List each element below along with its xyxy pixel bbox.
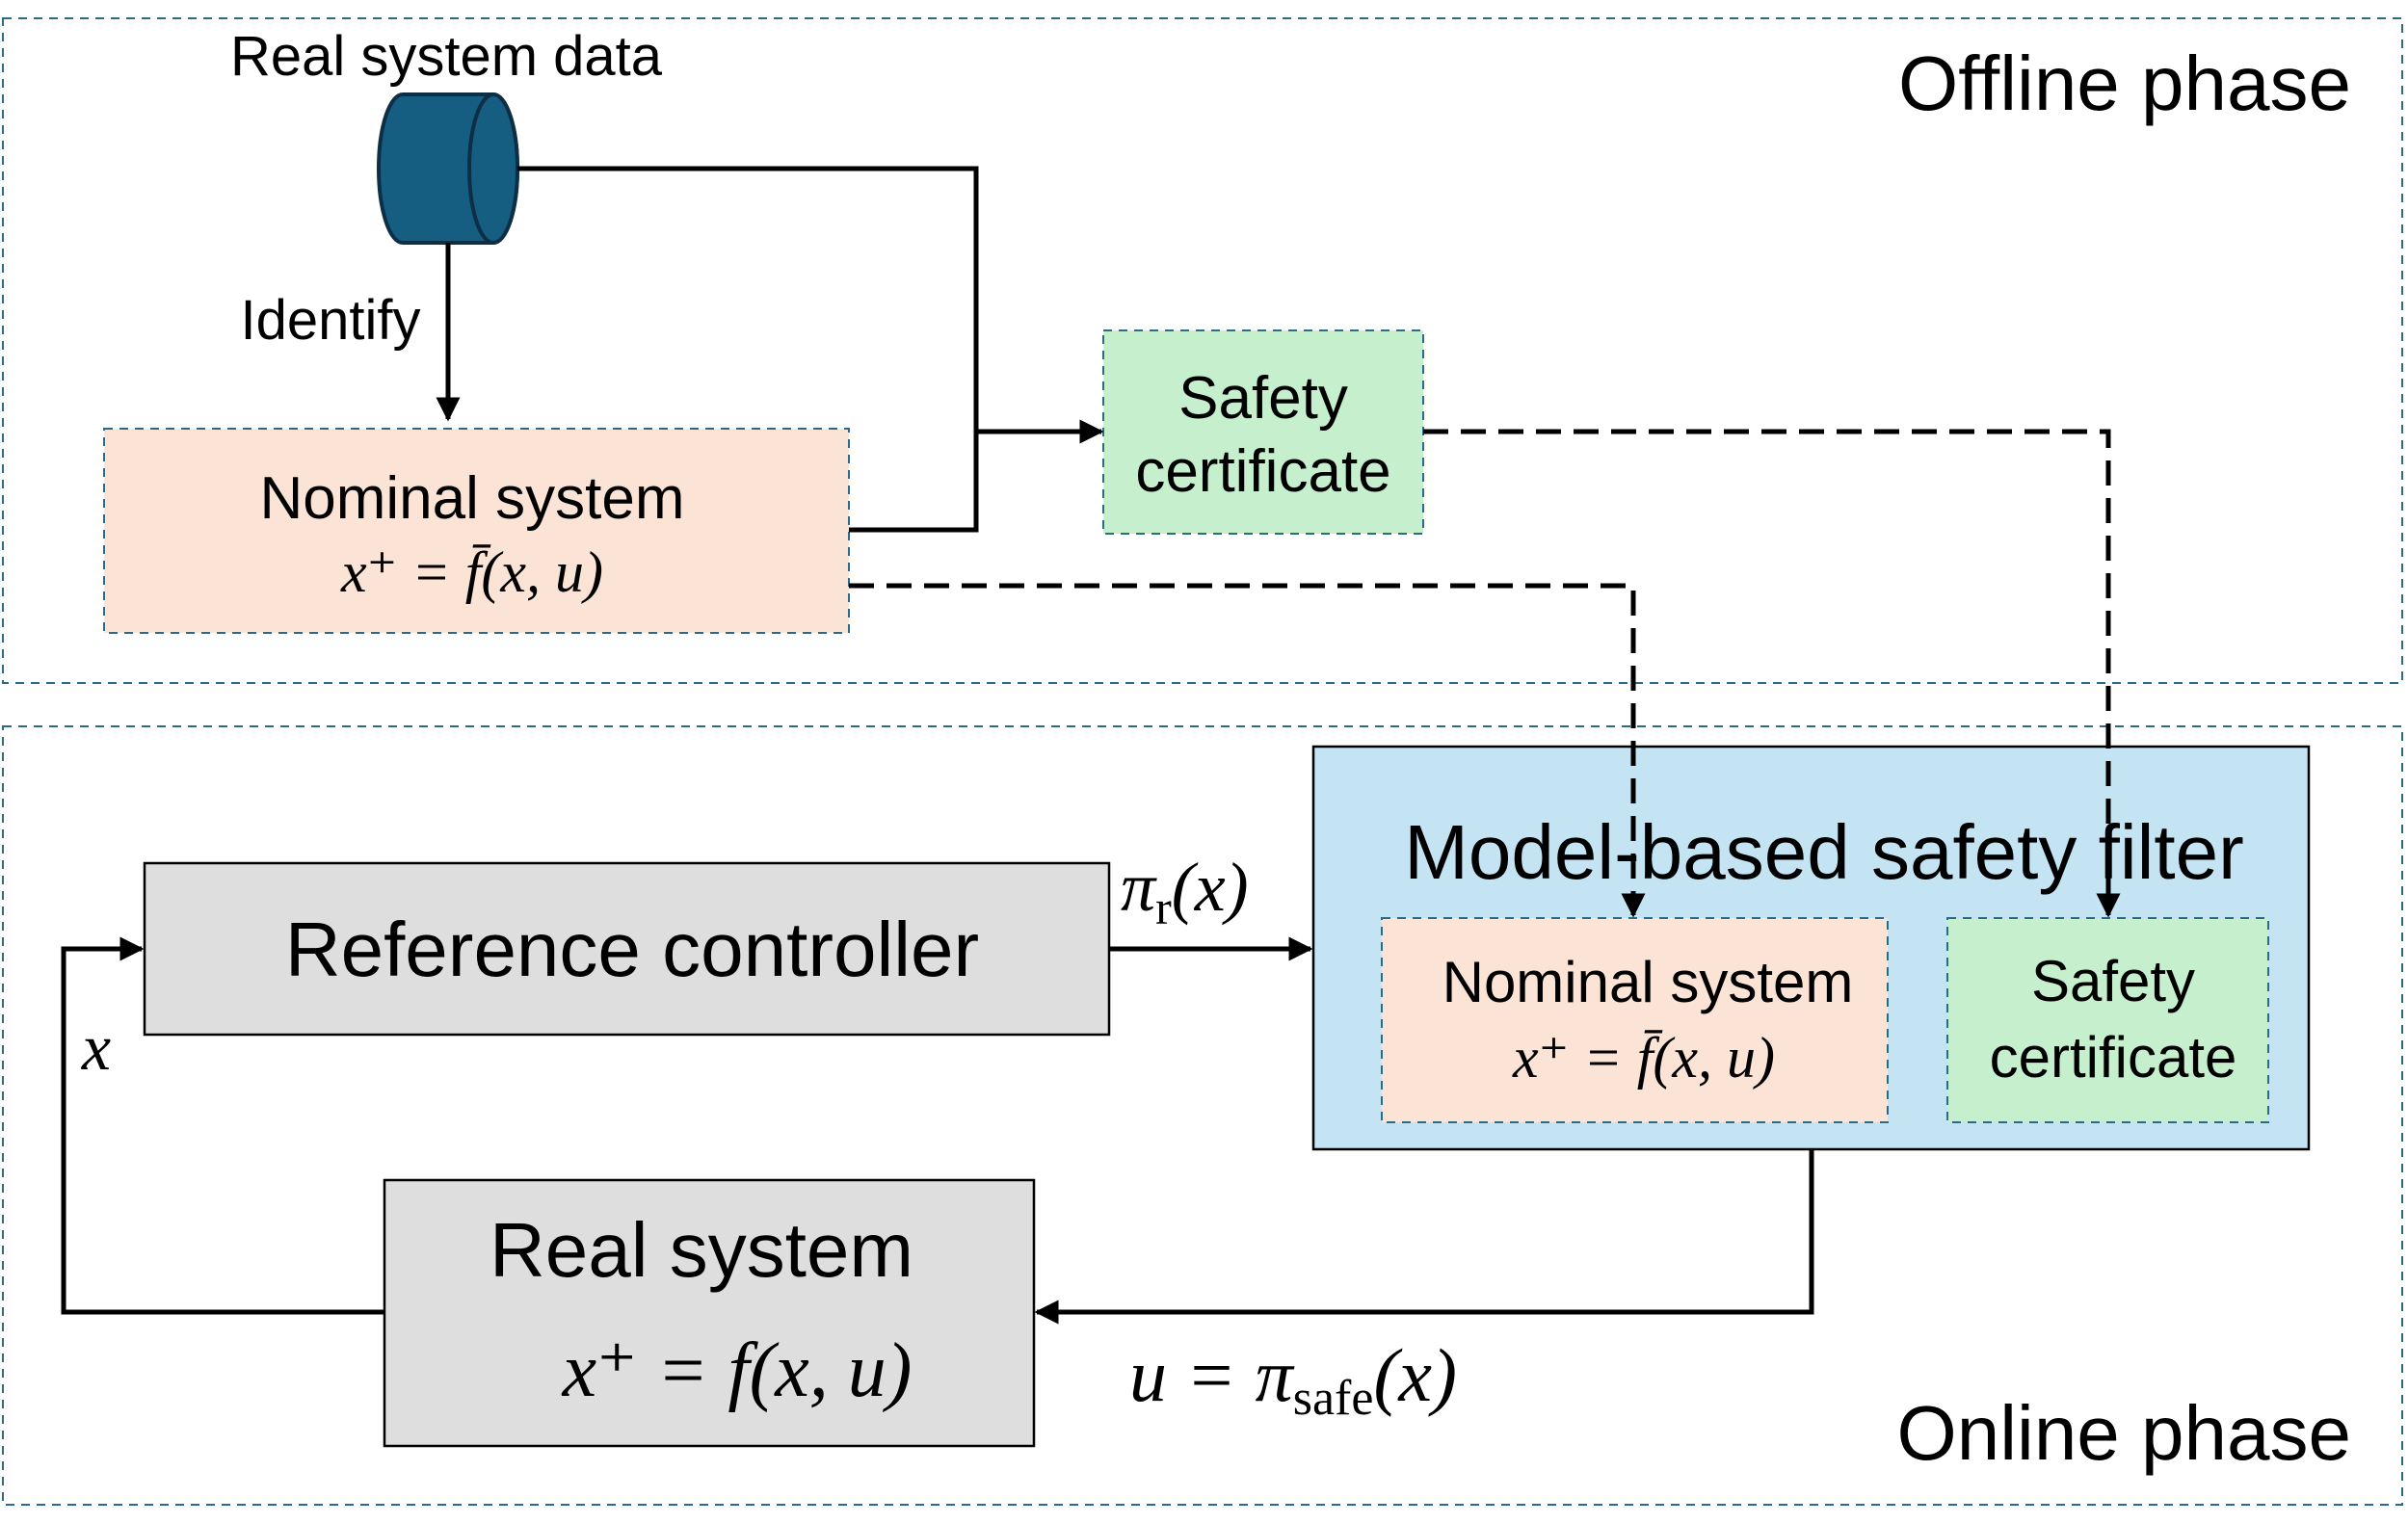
reference-output-subscript: r [1155,880,1172,934]
offline-safety-certificate-line1: Safety [1178,365,1348,432]
reference-controller-box [143,861,1111,1037]
database-cylinder-icon [377,92,519,245]
safety-filter-title: Model-based safety filter [1404,809,2244,895]
control-signal-arg: (x) [1373,1333,1457,1417]
reference-output-symbol: π [1121,849,1157,926]
filter-nominal-system-equation: x⁺ = f̄(x, u) [1512,1026,1775,1090]
feedback-label: x [81,1011,111,1084]
real-system-box [383,1178,1036,1448]
reference-output-arg: (x) [1172,849,1249,926]
real-system-title: Real system [490,1207,913,1293]
filter-nominal-system-box [1381,917,1889,1123]
control-signal-label: u = πsafe(x) [1129,1333,1457,1426]
control-signal-subscript: safe [1293,1371,1374,1426]
offline-nominal-system-equation: x⁺ = f̄(x, u) [340,540,603,604]
identify-label: Identify [241,289,421,352]
offline-phase-region [2,17,2403,684]
offline-phase-label: Offline phase [1898,40,2351,126]
certificate-transfer-arrow [1423,429,2121,918]
online-phase-region [2,725,2403,1506]
data-to-merge-line [517,166,979,533]
feedback-arrow [61,936,384,1315]
filter-safety-certificate-line2: certificate [1990,1025,2237,1090]
reference-controller-label: Reference controller [285,907,979,992]
reference-output-label: πr(x) [1121,849,1249,934]
control-signal-lhs: u = π [1129,1333,1295,1417]
offline-safety-certificate-box [1102,329,1424,535]
filter-to-real-system-arrow [1034,1149,1814,1325]
filter-nominal-system-title: Nominal system [1442,950,1854,1014]
real-system-equation: x⁺ = f(x, u) [562,1328,913,1413]
offline-safety-certificate-line2: certificate [1135,438,1390,505]
online-phase-label: Online phase [1897,1390,2351,1476]
offline-nominal-system-box [103,428,850,634]
filter-safety-certificate-line1: Safety [2031,949,2195,1013]
filter-safety-certificate-box [1946,917,2269,1123]
offline-nominal-system-title: Nominal system [260,465,685,532]
database-label: Real system data [230,25,663,88]
